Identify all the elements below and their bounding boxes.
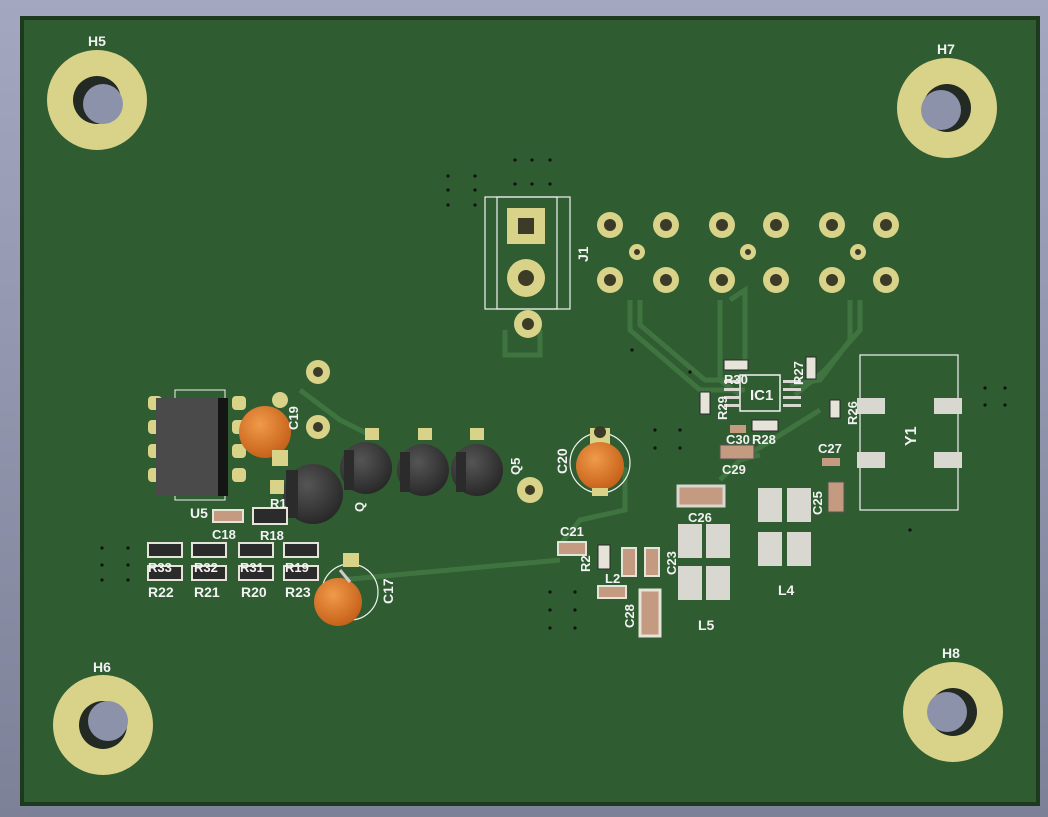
label-l4: L4	[778, 582, 795, 598]
label-h8: H8	[942, 645, 960, 661]
label-c29: C29	[722, 462, 746, 477]
label-r1: R1	[270, 496, 287, 511]
label-r20: R20	[241, 584, 267, 600]
transistor-q-3	[340, 428, 392, 494]
smd-cluster-ic1	[699, 356, 845, 513]
capacitor-c20	[569, 426, 631, 496]
mounting-hole-h5	[47, 50, 147, 150]
header-block-2	[709, 212, 789, 293]
label-r32: R32	[194, 560, 218, 575]
label-ic1: IC1	[750, 387, 773, 404]
label-r29: R29	[715, 396, 730, 420]
label-r28: R28	[752, 432, 776, 447]
label-q5: Q5	[508, 458, 523, 475]
label-h5: H5	[88, 33, 106, 49]
label-r22: R22	[148, 584, 174, 600]
label-h6: H6	[93, 659, 111, 675]
label-c25: C25	[810, 491, 825, 515]
capacitor-c18	[212, 509, 244, 523]
mounting-hole-h6	[53, 675, 153, 775]
single-pads	[272, 360, 543, 503]
label-r26: R26	[845, 401, 860, 425]
transistor-q5	[451, 428, 503, 496]
header-block-1	[597, 212, 679, 293]
label-h7: H7	[937, 41, 955, 57]
transistor-q	[283, 464, 343, 524]
transistor-q-2	[397, 428, 449, 496]
label-c18: C18	[212, 527, 236, 542]
smd-cluster-l5	[557, 541, 662, 638]
label-c21: C21	[560, 524, 584, 539]
pad-r1	[270, 480, 284, 494]
label-r27: R27	[791, 361, 806, 385]
label-r33: R33	[148, 560, 172, 575]
label-y1: Y1	[903, 426, 920, 446]
inductor-l4	[758, 488, 811, 566]
label-c28: C28	[622, 604, 637, 628]
label-c20: C20	[554, 448, 570, 474]
label-r30: R30	[724, 372, 748, 387]
label-c26: C26	[688, 510, 712, 525]
mounting-hole-h7	[897, 58, 997, 158]
label-q: Q	[352, 502, 367, 512]
label-r31: R31	[240, 560, 264, 575]
label-c27: C27	[818, 441, 842, 456]
label-c23: C23	[664, 551, 679, 575]
crystal-y1	[857, 354, 962, 511]
mounting-hole-h8	[903, 662, 1003, 762]
label-r21: R21	[194, 584, 220, 600]
ic-ic1	[724, 374, 801, 412]
capacitor-c26	[676, 484, 726, 508]
connector-j1	[484, 196, 571, 338]
label-c30: C30	[726, 432, 750, 447]
label-r18: R18	[260, 528, 284, 543]
label-u5: U5	[190, 505, 208, 521]
label-l2: L2	[605, 571, 620, 586]
via-cluster	[100, 158, 1007, 630]
label-l5: L5	[698, 617, 715, 633]
ic-u5	[148, 389, 246, 501]
label-r23: R23	[285, 584, 311, 600]
capacitor-c19	[239, 406, 291, 466]
resistor-r18	[252, 507, 288, 525]
header-block-3	[819, 212, 899, 293]
inductor-l5	[678, 524, 730, 600]
label-r2: R2	[578, 555, 593, 572]
label-c19: C19	[286, 406, 301, 430]
label-j1: J1	[575, 246, 591, 262]
label-c17: C17	[380, 578, 396, 604]
resistor-array	[147, 542, 319, 581]
label-r19: R19	[285, 560, 309, 575]
capacitor-c17	[314, 553, 379, 626]
